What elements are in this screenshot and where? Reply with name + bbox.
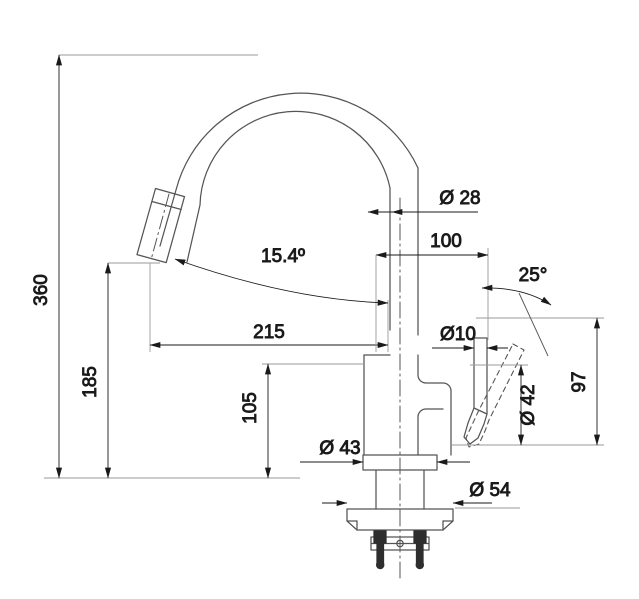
dim-25-label: 25°: [519, 265, 548, 286]
dim-body-diameter: Ø 43: [300, 438, 470, 466]
dim-10-label: Ø10: [440, 324, 476, 345]
dim-42-label: Ø 42: [518, 384, 539, 425]
angle-arc-154: [174, 258, 389, 306]
bolt-head-right: [413, 530, 427, 544]
spray-head-centerline: [151, 193, 170, 259]
dim-spout-tip-angle: 15.4º: [174, 246, 389, 306]
dimension-layer: 360 185 105 215 100: [31, 54, 604, 509]
dim-215-label: 215: [253, 322, 285, 343]
spray-head-body: [136, 187, 186, 264]
dim-base-diameter: Ø 54: [322, 480, 511, 507]
lever-handle-inner-fold: [473, 407, 488, 415]
lever-handle: [463, 337, 488, 445]
bolt-tip-right: [415, 560, 425, 570]
dim-154-label: 15.4º: [261, 246, 305, 267]
dim-54-label: Ø 54: [469, 480, 511, 501]
dim-105-label: 105: [240, 392, 261, 424]
dim-100-label: 100: [430, 231, 462, 252]
dim-97-label: 97: [569, 371, 590, 392]
dim-spout-height: 185: [80, 262, 112, 479]
lever-handle-upright: [463, 337, 488, 445]
spout-outer-profile: [159, 92, 419, 336]
dim-43-label: Ø 43: [319, 438, 360, 459]
dim-spout-reach: 215: [149, 322, 389, 349]
dim-handle-swing-angle: 25°: [481, 265, 552, 357]
dim-handle-knob-diameter: Ø 42: [518, 364, 539, 446]
dim-185-label: 185: [80, 366, 101, 398]
spray-head: [136, 187, 186, 264]
mounting-plate: [346, 508, 454, 531]
body-lower-step: [417, 408, 444, 418]
spout-inner-profile: [186, 110, 391, 331]
lever-handle-rotated-outline: [465, 343, 525, 448]
dim-360-label: 360: [31, 274, 52, 306]
bolt-tip-left: [375, 560, 385, 570]
body-shoulder: [417, 354, 452, 456]
dim-handle-height: 97: [569, 317, 601, 446]
dim-spout-tube-diameter: Ø 28: [367, 188, 481, 216]
handle-swing-leader: [518, 292, 549, 357]
lever-handle-rotated-phantom: [465, 343, 525, 448]
bolt-head-left: [373, 530, 387, 544]
dim-handle-pin-diameter: Ø10: [432, 324, 508, 352]
dim-overall-height: 360: [31, 54, 63, 479]
dim-body-height: 105: [240, 363, 272, 479]
faucet-body: [363, 354, 452, 456]
dim-28-label: Ø 28: [439, 188, 480, 209]
spray-head-collar-line: [151, 200, 182, 211]
angle-arc-25: [481, 284, 552, 306]
